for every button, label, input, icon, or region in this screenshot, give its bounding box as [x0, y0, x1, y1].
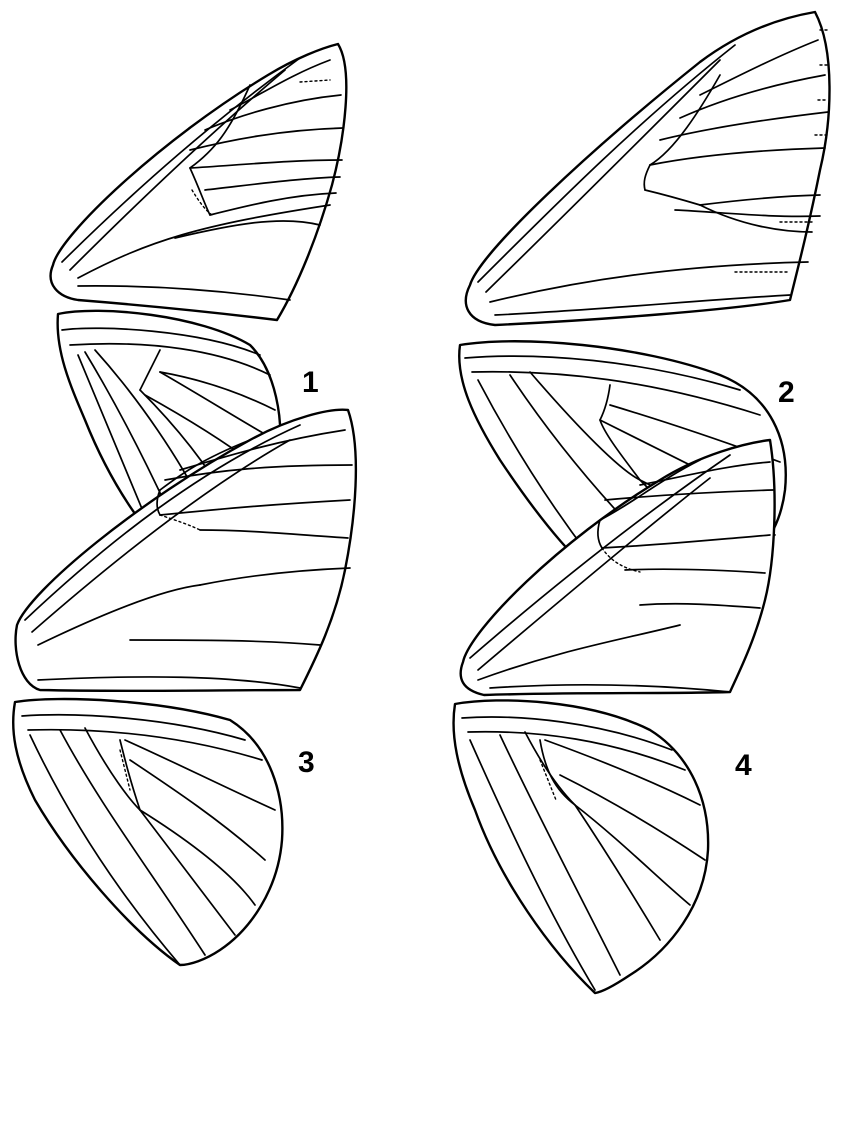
figure-2-number: 2 — [778, 376, 795, 409]
figure-4: 4 — [454, 440, 775, 993]
hindwing-3 — [13, 699, 282, 965]
figure-1-number: 1 — [302, 366, 319, 399]
forewing-2 — [466, 12, 830, 325]
figure-3: 3 — [13, 410, 356, 965]
hindwing-4 — [454, 700, 709, 993]
figure-4-number: 4 — [735, 749, 752, 782]
figure-3-number: 3 — [298, 746, 315, 779]
forewing-1 — [51, 44, 347, 320]
